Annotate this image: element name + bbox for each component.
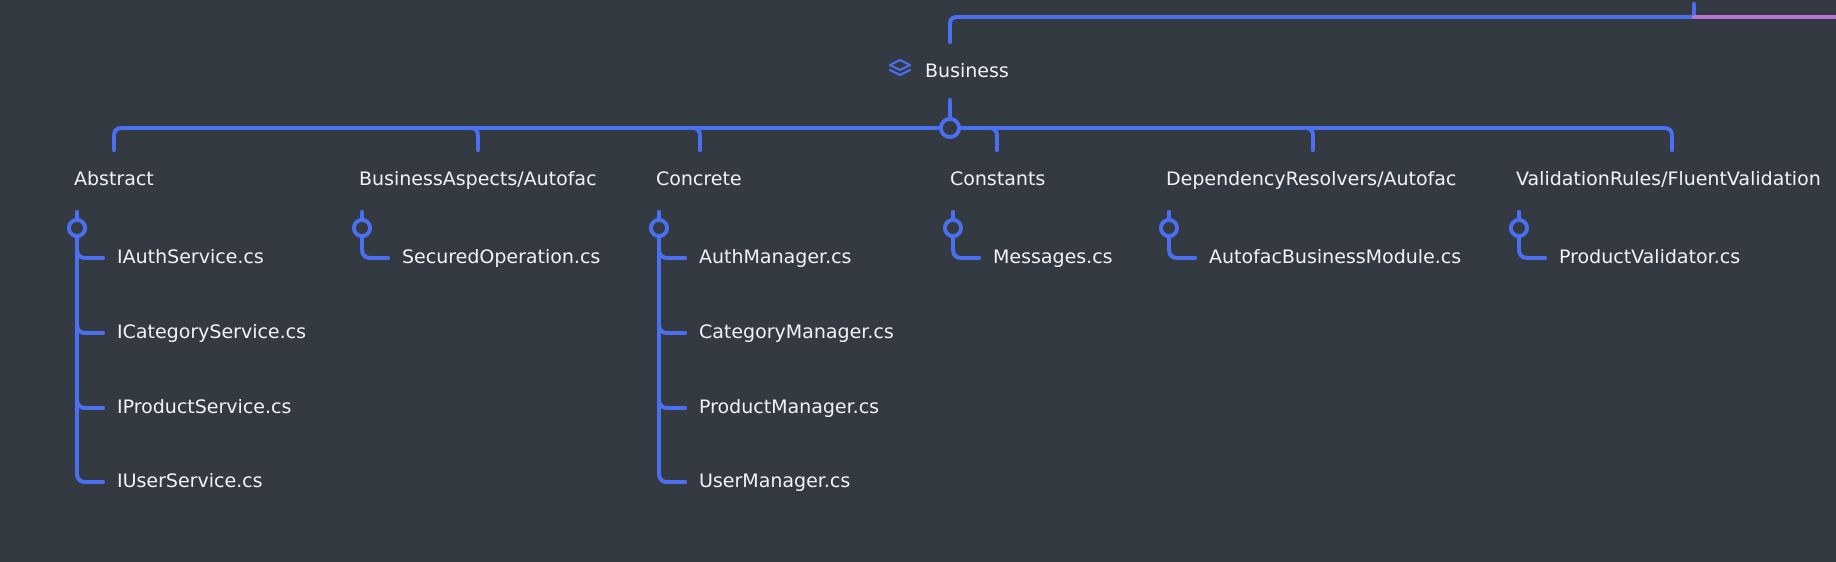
collapse-toggle-root[interactable] (939, 117, 961, 139)
collapse-toggle-business-aspects[interactable] (352, 218, 372, 238)
file-item-dependency-resolvers-0[interactable]: AutofacBusinessModule.cs (1209, 246, 1462, 268)
group-label-concrete[interactable]: Concrete (656, 168, 742, 190)
collapse-toggle-dependency-resolvers[interactable] (1159, 218, 1179, 238)
trunk-business-aspects (360, 234, 390, 260)
group-label-validation-rules[interactable]: ValidationRules/FluentValidation (1516, 168, 1821, 190)
file-item-abstract-0[interactable]: IAuthService.cs (117, 246, 264, 268)
bus-drop-business-aspects (468, 126, 480, 152)
file-item-concrete-3[interactable]: UserManager.cs (699, 470, 851, 492)
root-label: Business (925, 60, 1009, 82)
parent-connector (948, 2, 1696, 44)
file-item-concrete-1[interactable]: CategoryManager.cs (699, 321, 894, 343)
collapse-toggle-concrete[interactable] (649, 218, 669, 238)
file-item-abstract-1[interactable]: ICategoryService.cs (117, 321, 306, 343)
file-item-abstract-2[interactable]: IProductService.cs (117, 396, 292, 418)
trunk-concrete (657, 234, 687, 484)
file-branch-concrete-2 (657, 397, 687, 410)
file-item-abstract-3[interactable]: IUserService.cs (117, 470, 263, 492)
file-item-concrete-2[interactable]: ProductManager.cs (699, 396, 880, 418)
trunk-abstract (75, 234, 105, 484)
layers-icon (887, 57, 913, 85)
group-label-constants[interactable]: Constants (950, 168, 1046, 190)
file-branch-concrete-0 (657, 247, 687, 260)
group-bus (112, 126, 1674, 152)
root-node[interactable]: Business (887, 57, 1009, 85)
file-item-constants-0[interactable]: Messages.cs (993, 246, 1113, 268)
file-item-validation-rules-0[interactable]: ProductValidator.cs (1559, 246, 1741, 268)
file-branch-concrete-1 (657, 322, 687, 335)
bus-drop-dependency-resolvers (1303, 126, 1315, 152)
group-label-dependency-resolvers[interactable]: DependencyResolvers/Autofac (1166, 168, 1457, 190)
bus-drop-concrete (690, 126, 702, 152)
collapse-toggle-validation-rules[interactable] (1509, 218, 1529, 238)
file-item-business-aspects-0[interactable]: SecuredOperation.cs (402, 246, 601, 268)
trunk-constants (951, 234, 981, 260)
group-label-business-aspects[interactable]: BusinessAspects/Autofac (359, 168, 597, 190)
trunk-dependency-resolvers (1167, 234, 1197, 260)
collapse-toggle-constants[interactable] (943, 218, 963, 238)
file-branch-abstract-2 (75, 397, 105, 410)
collapse-toggle-abstract[interactable] (67, 218, 87, 238)
file-item-concrete-0[interactable]: AuthManager.cs (699, 246, 852, 268)
bus-drop-constants (987, 126, 999, 152)
group-label-abstract[interactable]: Abstract (74, 168, 154, 190)
file-branch-abstract-1 (75, 322, 105, 335)
trunk-validation-rules (1517, 234, 1547, 260)
file-branch-abstract-0 (75, 247, 105, 260)
